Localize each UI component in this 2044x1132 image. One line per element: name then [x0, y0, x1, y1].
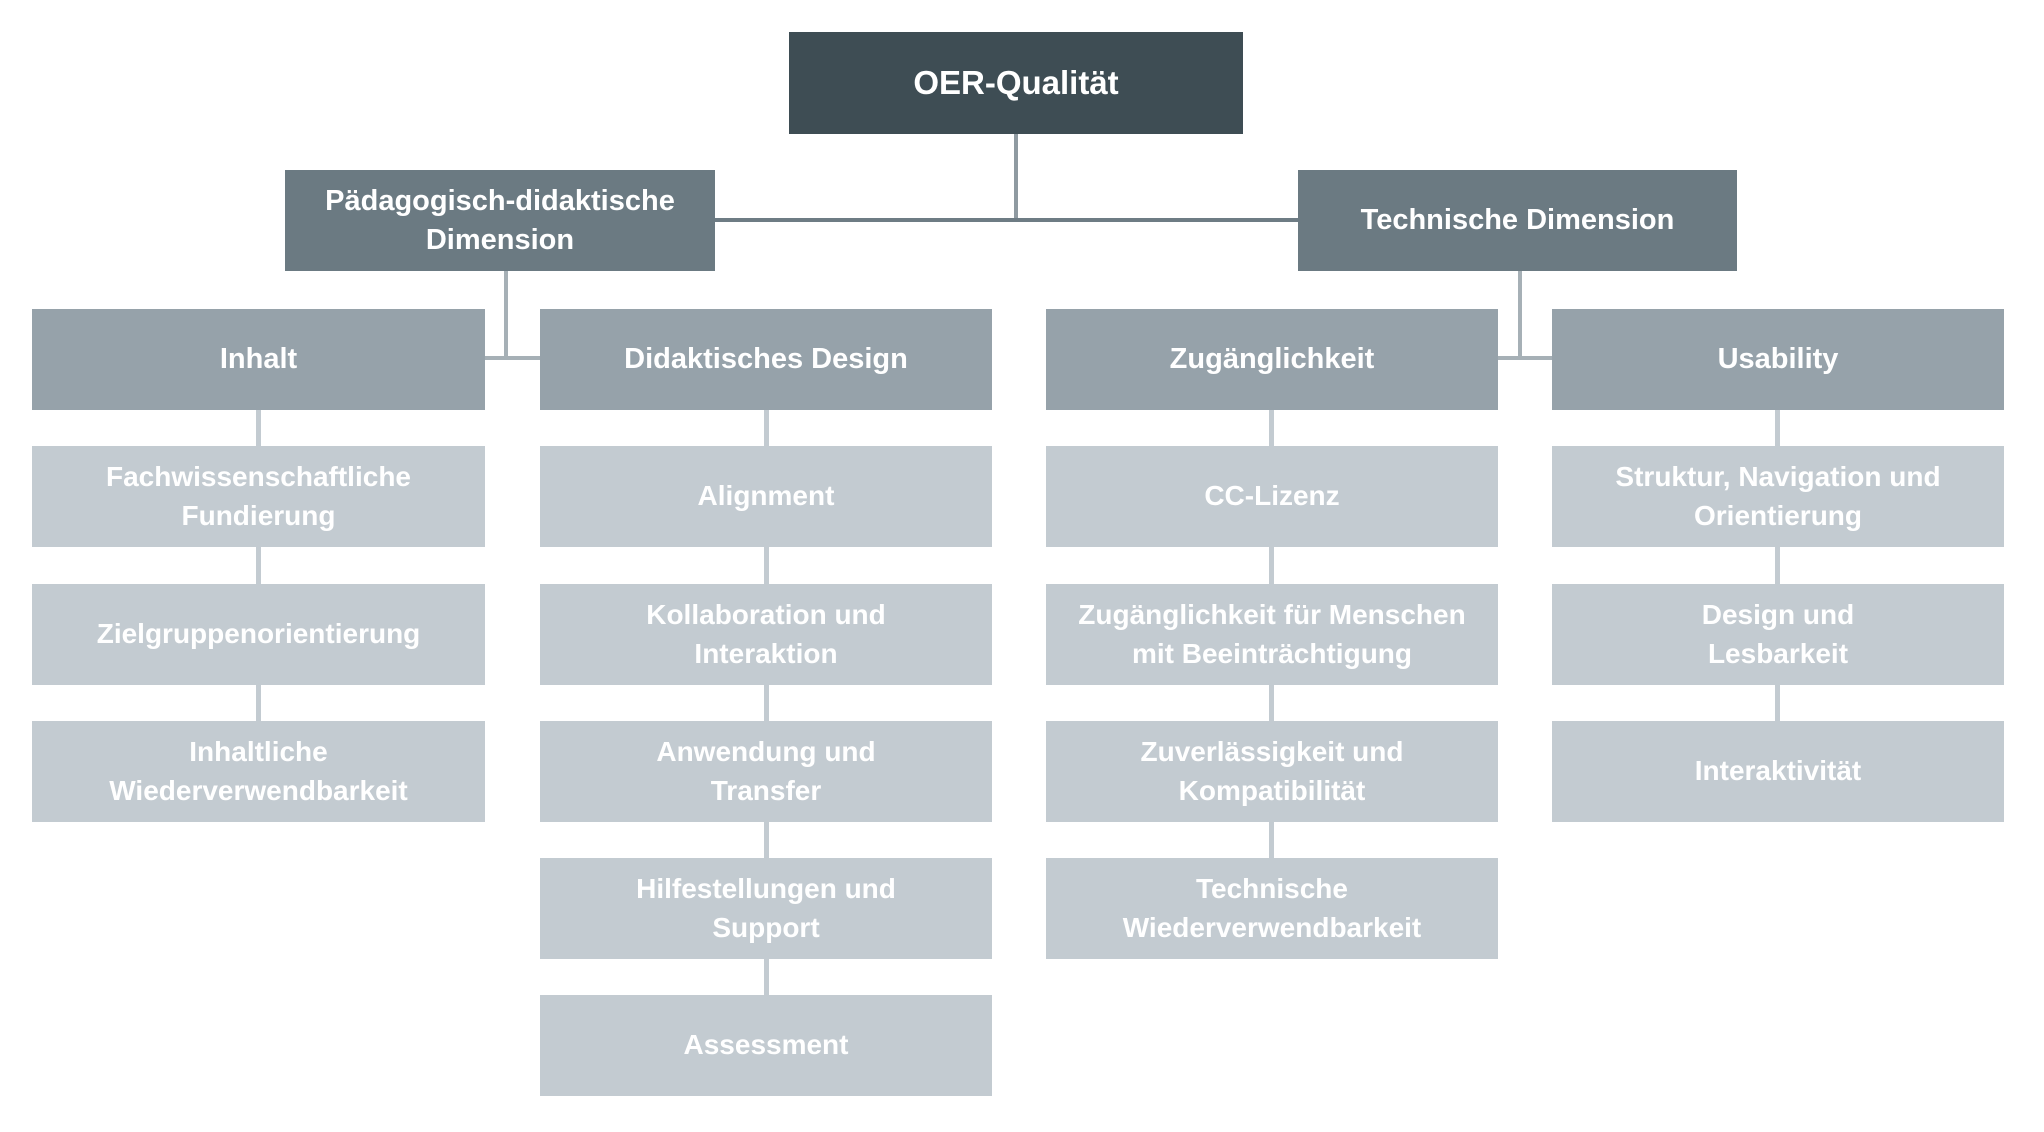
node-zielgruppenorientierung: Zielgruppenorientierung: [32, 584, 485, 685]
connector-col3-seg4: [1269, 822, 1274, 858]
connector-col4-seg2: [1775, 547, 1780, 584]
node-technische-wiederverwendbarkeit: Technische Wiederverwendbarkeit: [1046, 858, 1498, 959]
node-inhalt: Inhalt: [32, 309, 485, 410]
node-assessment: Assessment: [540, 995, 992, 1096]
connector-col2-seg4: [764, 822, 769, 858]
node-alignment: Alignment: [540, 446, 992, 547]
connector-col2-seg3: [764, 685, 769, 721]
node-cc-lizenz: CC-Lizenz: [1046, 446, 1498, 547]
node-usability: Usability: [1552, 309, 2004, 410]
connector-col2-seg5: [764, 959, 769, 995]
connector-col1-seg2: [256, 547, 261, 584]
node-zuverlaessigkeit-und-kompatibilitaet: Zuverlässigkeit und Kompatibilität: [1046, 721, 1498, 822]
connector-root-vertical: [1014, 134, 1018, 220]
connector-col1-seg1: [256, 410, 261, 446]
node-hilfestellungen-und-support: Hilfestellungen und Support: [540, 858, 992, 959]
connector-col2-seg2: [764, 547, 769, 584]
node-technische-dimension: Technische Dimension: [1298, 170, 1737, 271]
connector-dimensions-horizontal: [712, 218, 1298, 222]
connector-col4-seg1: [1775, 410, 1780, 446]
node-zugaenglichkeit-fuer-menschen: Zugänglichkeit für Menschen mit Beeinträ…: [1046, 584, 1498, 685]
connector-col3-seg2: [1269, 547, 1274, 584]
node-kollaboration-und-interaktion: Kollaboration und Interaktion: [540, 584, 992, 685]
connector-col4-seg3: [1775, 685, 1780, 721]
node-anwendung-und-transfer: Anwendung und Transfer: [540, 721, 992, 822]
node-oer-qualitaet: OER-Qualität: [789, 32, 1243, 134]
connector-col3-seg1: [1269, 410, 1274, 446]
connector-dimension2-stub: [1498, 356, 1552, 360]
node-design-und-lesbarkeit: Design und Lesbarkeit: [1552, 584, 2004, 685]
node-fachwissenschaftliche-fundierung: Fachwissenschaftliche Fundierung: [32, 446, 485, 547]
node-struktur-navigation-orientierung: Struktur, Navigation und Orientierung: [1552, 446, 2004, 547]
node-interaktivitaet: Interaktivität: [1552, 721, 2004, 822]
connector-col1-seg3: [256, 685, 261, 721]
node-inhaltliche-wiederverwendbarkeit: Inhaltliche Wiederverwendbarkeit: [32, 721, 485, 822]
connector-dimension1-vertical: [504, 271, 508, 360]
node-paedagogisch-didaktische-dimension: Pädagogisch-didaktische Dimension: [285, 170, 715, 271]
connector-col3-seg3: [1269, 685, 1274, 721]
connector-dimension2-vertical: [1518, 271, 1522, 360]
node-didaktisches-design: Didaktisches Design: [540, 309, 992, 410]
node-zugaenglichkeit: Zugänglichkeit: [1046, 309, 1498, 410]
connector-col2-seg1: [764, 410, 769, 446]
connector-dimension1-stub: [485, 356, 540, 360]
